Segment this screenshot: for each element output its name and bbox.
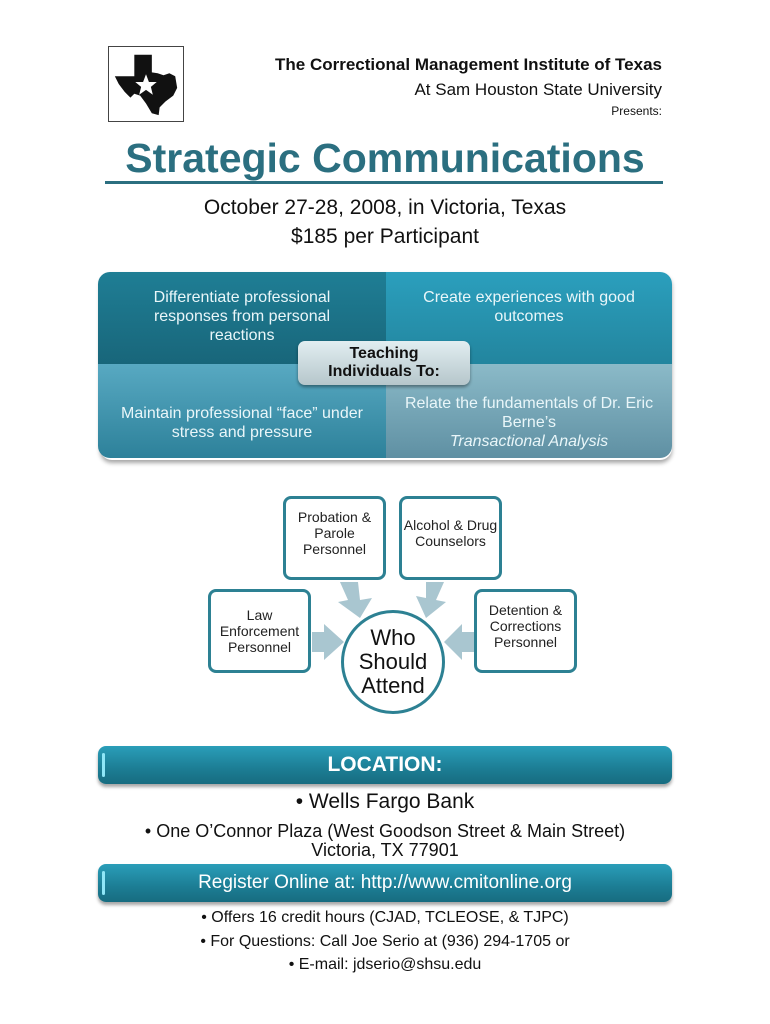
banner-highlight bbox=[102, 753, 105, 777]
center-line: Teaching bbox=[349, 345, 419, 362]
arrow-icon bbox=[444, 624, 474, 660]
event-price: $185 per Participant bbox=[291, 225, 479, 248]
organization-name: The Correctional Management Institute of… bbox=[275, 55, 662, 74]
goal-text: Maintain professional “face” under stres… bbox=[121, 405, 363, 441]
goal-text: Relate the fundamentals of Dr. Eric Bern… bbox=[404, 395, 654, 431]
texas-star-logo bbox=[108, 46, 184, 122]
contact-phone-info: • For Questions: Call Joe Serio at (936)… bbox=[200, 933, 570, 950]
location-heading: LOCATION: bbox=[327, 753, 443, 776]
location-address: • One O’Connor Plaza (West Goodson Stree… bbox=[144, 821, 626, 841]
role-law-enforcement: Law Enforcement Personnel bbox=[208, 589, 311, 673]
center-line: Individuals To: bbox=[328, 363, 440, 380]
register-link[interactable]: Register Online at: http://www.cmitonlin… bbox=[198, 872, 572, 893]
credit-hours-info: • Offers 16 credit hours (CJAD, TCLEOSE,… bbox=[201, 909, 569, 926]
register-banner: Register Online at: http://www.cmitonlin… bbox=[98, 864, 672, 902]
location-venue: • Wells Fargo Bank bbox=[295, 790, 475, 813]
location-city: Victoria, TX 77901 bbox=[311, 840, 459, 860]
arrow-icon bbox=[338, 582, 372, 618]
who-should-attend-circle: Who Should Attend bbox=[341, 610, 445, 714]
title-underline bbox=[105, 181, 663, 184]
texas-star-icon bbox=[114, 54, 178, 116]
arrow-icon bbox=[416, 582, 446, 618]
goal-text: Create experiences with good outcomes bbox=[423, 289, 635, 325]
goal-text: Differentiate professional responses fro… bbox=[153, 289, 331, 344]
attend-arrows bbox=[312, 582, 474, 660]
goal-text-italic: Transactional Analysis bbox=[449, 433, 609, 450]
teaching-center-label: Teaching Individuals To: bbox=[298, 341, 470, 385]
arrow-icon bbox=[312, 624, 344, 660]
affiliation: At Sam Houston State University bbox=[414, 80, 662, 99]
role-detention-corrections: Detention & Corrections Personnel bbox=[474, 589, 577, 673]
event-date-location: October 27-28, 2008, in Victoria, Texas bbox=[203, 196, 567, 219]
role-probation-parole: Probation & Parole Personnel bbox=[283, 496, 386, 580]
role-alcohol-drug: Alcohol & Drug Counselors bbox=[399, 496, 502, 580]
presents-label: Presents: bbox=[611, 104, 662, 118]
banner-highlight bbox=[102, 871, 105, 895]
page-title: Strategic Communications bbox=[125, 135, 645, 181]
location-banner: LOCATION: bbox=[98, 746, 672, 784]
contact-email-info: • E-mail: jdserio@shsu.edu bbox=[288, 956, 482, 973]
